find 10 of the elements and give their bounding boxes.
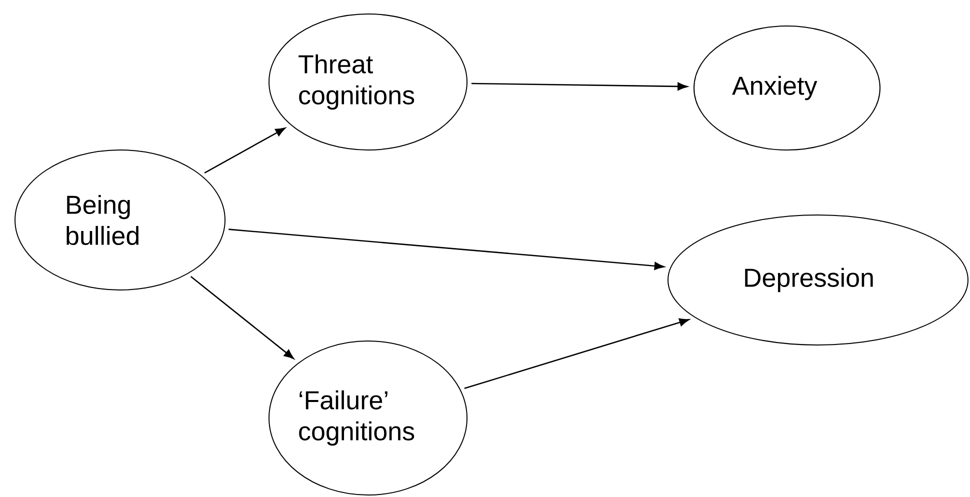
arrow [228,228,664,270]
arrow [190,276,294,359]
ellipse-node: Depression [668,214,968,346]
ellipse-node: Threat cognitions [268,14,468,150]
ellipse-node: Anxiety [694,26,880,150]
arrow [204,128,286,174]
ellipse-node: Being bullied [14,150,226,290]
ellipse-node: ‘Failure’ cognitions [268,340,468,496]
arrow [471,82,688,90]
arrow [464,318,690,390]
